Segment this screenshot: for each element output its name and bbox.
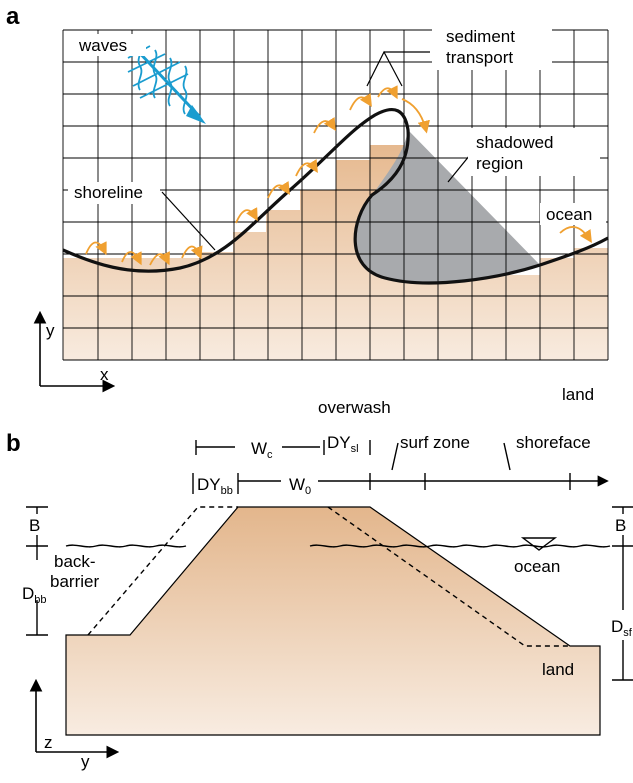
panel-b-label: b [6,430,21,457]
wc-label: Wc [251,439,273,461]
dbb-label: Dbb [22,584,47,606]
panel-a: a [6,3,609,404]
sediment-label-line1: sediment [446,27,515,46]
dybb-label: DYbb [197,475,233,497]
axes-a [33,310,116,393]
dimension-lines-left [26,506,48,636]
barrier-profile [65,506,601,736]
water-line [65,544,611,548]
overwash-label: overwash [318,398,391,417]
ocean-label-b: ocean [514,557,560,576]
dysl-label: DYsl [327,433,359,455]
land-label-b: land [542,660,574,679]
w0-label: W0 [289,475,311,497]
axis-z-label-b: z [44,733,53,752]
shoreface-label: shoreface [516,433,591,452]
axis-y-label-a: y [46,321,55,340]
shadowed-label-bg [468,128,600,176]
shadowed-region [355,130,540,283]
panel-b: b Wc DYsl [6,430,633,771]
waves-label-bg [74,34,146,56]
ocean-label-a: ocean [546,205,592,224]
b-label-left: B [29,516,40,535]
sediment-label-bg [432,24,552,70]
back-barrier-line2: barrier [50,572,99,591]
panel-a-label: a [6,3,20,30]
sediment-label-line2: transport [446,48,513,67]
ocean-label-a-bg [540,203,606,225]
sediment-arrows [85,85,592,266]
water-level-icon [520,537,558,551]
surf-zone-label: surf zone [400,433,470,452]
dimension-lines-top [192,440,609,494]
shoreline-label-bg [68,182,160,204]
b-label-right: B [615,516,626,535]
back-barrier-line1: back- [54,552,96,571]
axis-y-label-b: y [81,752,90,771]
shoreline-curve [62,108,609,285]
axis-x-label-a: x [100,365,109,384]
land-label-a: land [562,385,594,404]
dimension-lines-right [612,506,633,681]
shadowed-label-line2: region [476,154,523,173]
dashed-profile [87,506,570,647]
axes-b [29,678,120,759]
shadowed-label-line1: shadowed [476,133,554,152]
shoreline-label: shoreline [74,183,143,202]
dsf-label: Dsf [611,617,633,639]
waves-label: waves [78,36,127,55]
